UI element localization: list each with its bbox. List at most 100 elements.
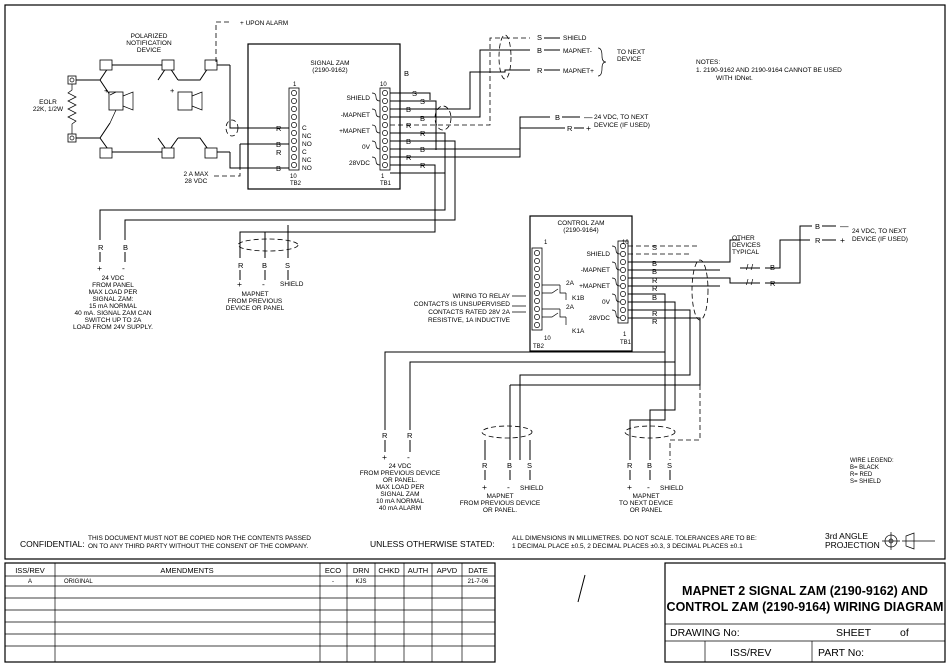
- svg-text:TYPICAL: TYPICAL: [732, 249, 759, 256]
- svg-text:2A: 2A: [566, 280, 575, 287]
- svg-text:24 VDC: 24 VDC: [102, 275, 125, 282]
- confidential-label: CONFIDENTIAL:: [20, 539, 85, 549]
- svg-text:S: S: [667, 461, 672, 470]
- svg-text:1. 2190-9162 AND 2190-9164 C: 1. 2190-9162 AND 2190-9164 CANNOT BE USE…: [696, 67, 842, 74]
- svg-text:C: C: [302, 149, 307, 156]
- title-line-2: CONTROL ZAM (2190-9164) WIRING DIAGRAM: [667, 600, 944, 614]
- svg-text:SIGNAL ZAM:: SIGNAL ZAM:: [93, 296, 134, 303]
- svg-text:B: B: [420, 145, 425, 154]
- title-block: MAPNET 2 SIGNAL ZAM (2190-9162) AND CONT…: [664, 562, 946, 663]
- svg-text:+: +: [382, 452, 387, 462]
- polarized-label-2: NOTIFICATION: [126, 40, 172, 47]
- svg-text:(2190-9164): (2190-9164): [563, 227, 598, 234]
- svg-text:B: B: [276, 140, 281, 149]
- svg-text:-: -: [122, 263, 125, 273]
- svg-text:10: 10: [622, 240, 629, 246]
- svg-text:B: B: [404, 69, 409, 78]
- svg-text:MAX LOAD PER: MAX LOAD PER: [376, 484, 425, 491]
- svg-text:A: A: [28, 579, 32, 585]
- svg-text:24 VDC: 24 VDC: [389, 463, 412, 470]
- svg-text:FROM PREVIOUS DEVICE: FROM PREVIOUS DEVICE: [360, 470, 441, 477]
- svg-text:R: R: [567, 124, 573, 133]
- svg-text:B: B: [262, 261, 267, 270]
- svg-text:S= SHIELD: S= SHIELD: [850, 479, 882, 485]
- svg-text:SHEET: SHEET: [836, 627, 872, 639]
- svg-text:R: R: [652, 309, 658, 318]
- svg-text:CHKD: CHKD: [378, 566, 400, 575]
- svg-text:B: B: [555, 113, 560, 122]
- svg-text:-: -: [332, 579, 334, 585]
- svg-text:B: B: [652, 293, 657, 302]
- svg-text:B: B: [406, 137, 411, 146]
- svg-text:-MAPNET: -MAPNET: [341, 112, 370, 119]
- svg-text:-: -: [507, 482, 510, 492]
- svg-text:of: of: [900, 627, 909, 639]
- svg-text:B: B: [276, 164, 281, 173]
- svg-text:PROJECTION: PROJECTION: [825, 540, 880, 550]
- svg-text:R: R: [815, 236, 821, 245]
- svg-text:R: R: [652, 276, 658, 285]
- svg-text:FROM PANEL: FROM PANEL: [92, 282, 134, 289]
- mapnet-from-previous: R B S + - SHIELD MAPNET FROM PREVIOUS DE…: [226, 225, 304, 312]
- upon-alarm-label: + UPON ALARM: [240, 20, 288, 27]
- svg-text:+: +: [482, 482, 487, 492]
- horn-icon-2: [177, 91, 193, 111]
- svg-text:APVD: APVD: [437, 566, 458, 575]
- svg-text:S: S: [412, 89, 417, 98]
- svg-text:1: 1: [293, 82, 297, 88]
- svg-text:MAPNET: MAPNET: [632, 493, 659, 500]
- svg-text:B: B: [770, 263, 775, 272]
- svg-text:NOTES:: NOTES:: [696, 59, 720, 66]
- svg-text:—: —: [584, 112, 593, 122]
- prev-supply: R R + - 24 VDC FROM PREVIOUS DEVICE OR P…: [360, 431, 441, 512]
- svg-text:S: S: [527, 461, 532, 470]
- separator-slash: [577, 574, 586, 603]
- svg-text:TO NEXT DEVICE: TO NEXT DEVICE: [619, 500, 674, 507]
- svg-text:40 mA ALARM: 40 mA ALARM: [379, 505, 421, 512]
- svg-text:B: B: [652, 267, 657, 276]
- svg-text:21-7-06: 21-7-06: [468, 579, 489, 585]
- svg-text:B: B: [420, 114, 425, 123]
- svg-text:ALL DIMENSIONS IN MILLIMETRES.: ALL DIMENSIONS IN MILLIMETRES. DO NOT SC…: [512, 535, 757, 542]
- svg-text:SHIELD: SHIELD: [280, 281, 304, 288]
- svg-text:DEVICE: DEVICE: [617, 56, 642, 63]
- svg-text:+: +: [104, 86, 109, 95]
- svg-text:CONTROL ZAM: CONTROL ZAM: [557, 220, 604, 227]
- signal-zam-tb2: TB2: [290, 181, 302, 187]
- polarized-label-1: POLARIZED: [131, 33, 168, 40]
- svg-text:MAX LOAD PER: MAX LOAD PER: [89, 289, 138, 296]
- svg-text:-MAPNET: -MAPNET: [581, 267, 610, 274]
- svg-text:AUTH: AUTH: [408, 566, 428, 575]
- svg-text:R: R: [627, 461, 633, 470]
- eolr-label-2: 22K, 1/2W: [33, 106, 64, 113]
- svg-text:-: -: [407, 452, 410, 462]
- svg-text:THIS DOCUMENT MUST NOT BE COPI: THIS DOCUMENT MUST NOT BE COPIED NOR THE…: [88, 535, 311, 542]
- svg-text:/ /: / /: [746, 277, 754, 287]
- svg-text:WITH IDNet.: WITH IDNet.: [716, 75, 753, 82]
- svg-text:1: 1: [381, 174, 385, 180]
- svg-text:SIGNAL ZAM: SIGNAL ZAM: [380, 491, 419, 498]
- svg-text:R: R: [276, 124, 282, 133]
- eolr-resistor-icon: [67, 84, 77, 134]
- footer-notes: CONFIDENTIAL: THIS DOCUMENT MUST NOT BE …: [20, 531, 935, 550]
- svg-text:1: 1: [544, 240, 548, 246]
- svg-text:PART No:: PART No:: [818, 647, 864, 659]
- svg-text:K1B: K1B: [572, 295, 584, 302]
- svg-text:RESISTIVE, 1A INDUCTIVE: RESISTIVE, 1A INDUCTIVE: [428, 317, 511, 324]
- svg-text:10: 10: [544, 336, 551, 342]
- svg-text:SHIELD: SHIELD: [587, 251, 611, 258]
- svg-text:ORIGINAL: ORIGINAL: [64, 579, 93, 585]
- polarized-label-3: DEVICE: [137, 47, 162, 54]
- svg-text:ON TO ANY THIRD PARTY WITHOUT: ON TO ANY THIRD PARTY WITHOUT THE CONSEN…: [88, 543, 308, 550]
- svg-text:B: B: [815, 222, 820, 231]
- svg-text:SHIELD: SHIELD: [660, 485, 684, 492]
- svg-text:24 VDC, TO NEXT: 24 VDC, TO NEXT: [594, 114, 648, 121]
- svg-text:B: B: [406, 105, 411, 114]
- svg-text:3rd ANGLE: 3rd ANGLE: [825, 531, 868, 541]
- svg-text:UNLESS OTHERWISE STATED:: UNLESS OTHERWISE STATED:: [370, 539, 495, 549]
- svg-text:C: C: [302, 125, 307, 132]
- svg-text:SHIELD: SHIELD: [347, 95, 371, 102]
- svg-text:OR PANEL.: OR PANEL.: [483, 507, 517, 514]
- svg-text:1 DECIMAL PLACE ±0.5, 2 DECIMA: 1 DECIMAL PLACE ±0.5, 2 DECIMAL PLACES ±…: [512, 543, 743, 550]
